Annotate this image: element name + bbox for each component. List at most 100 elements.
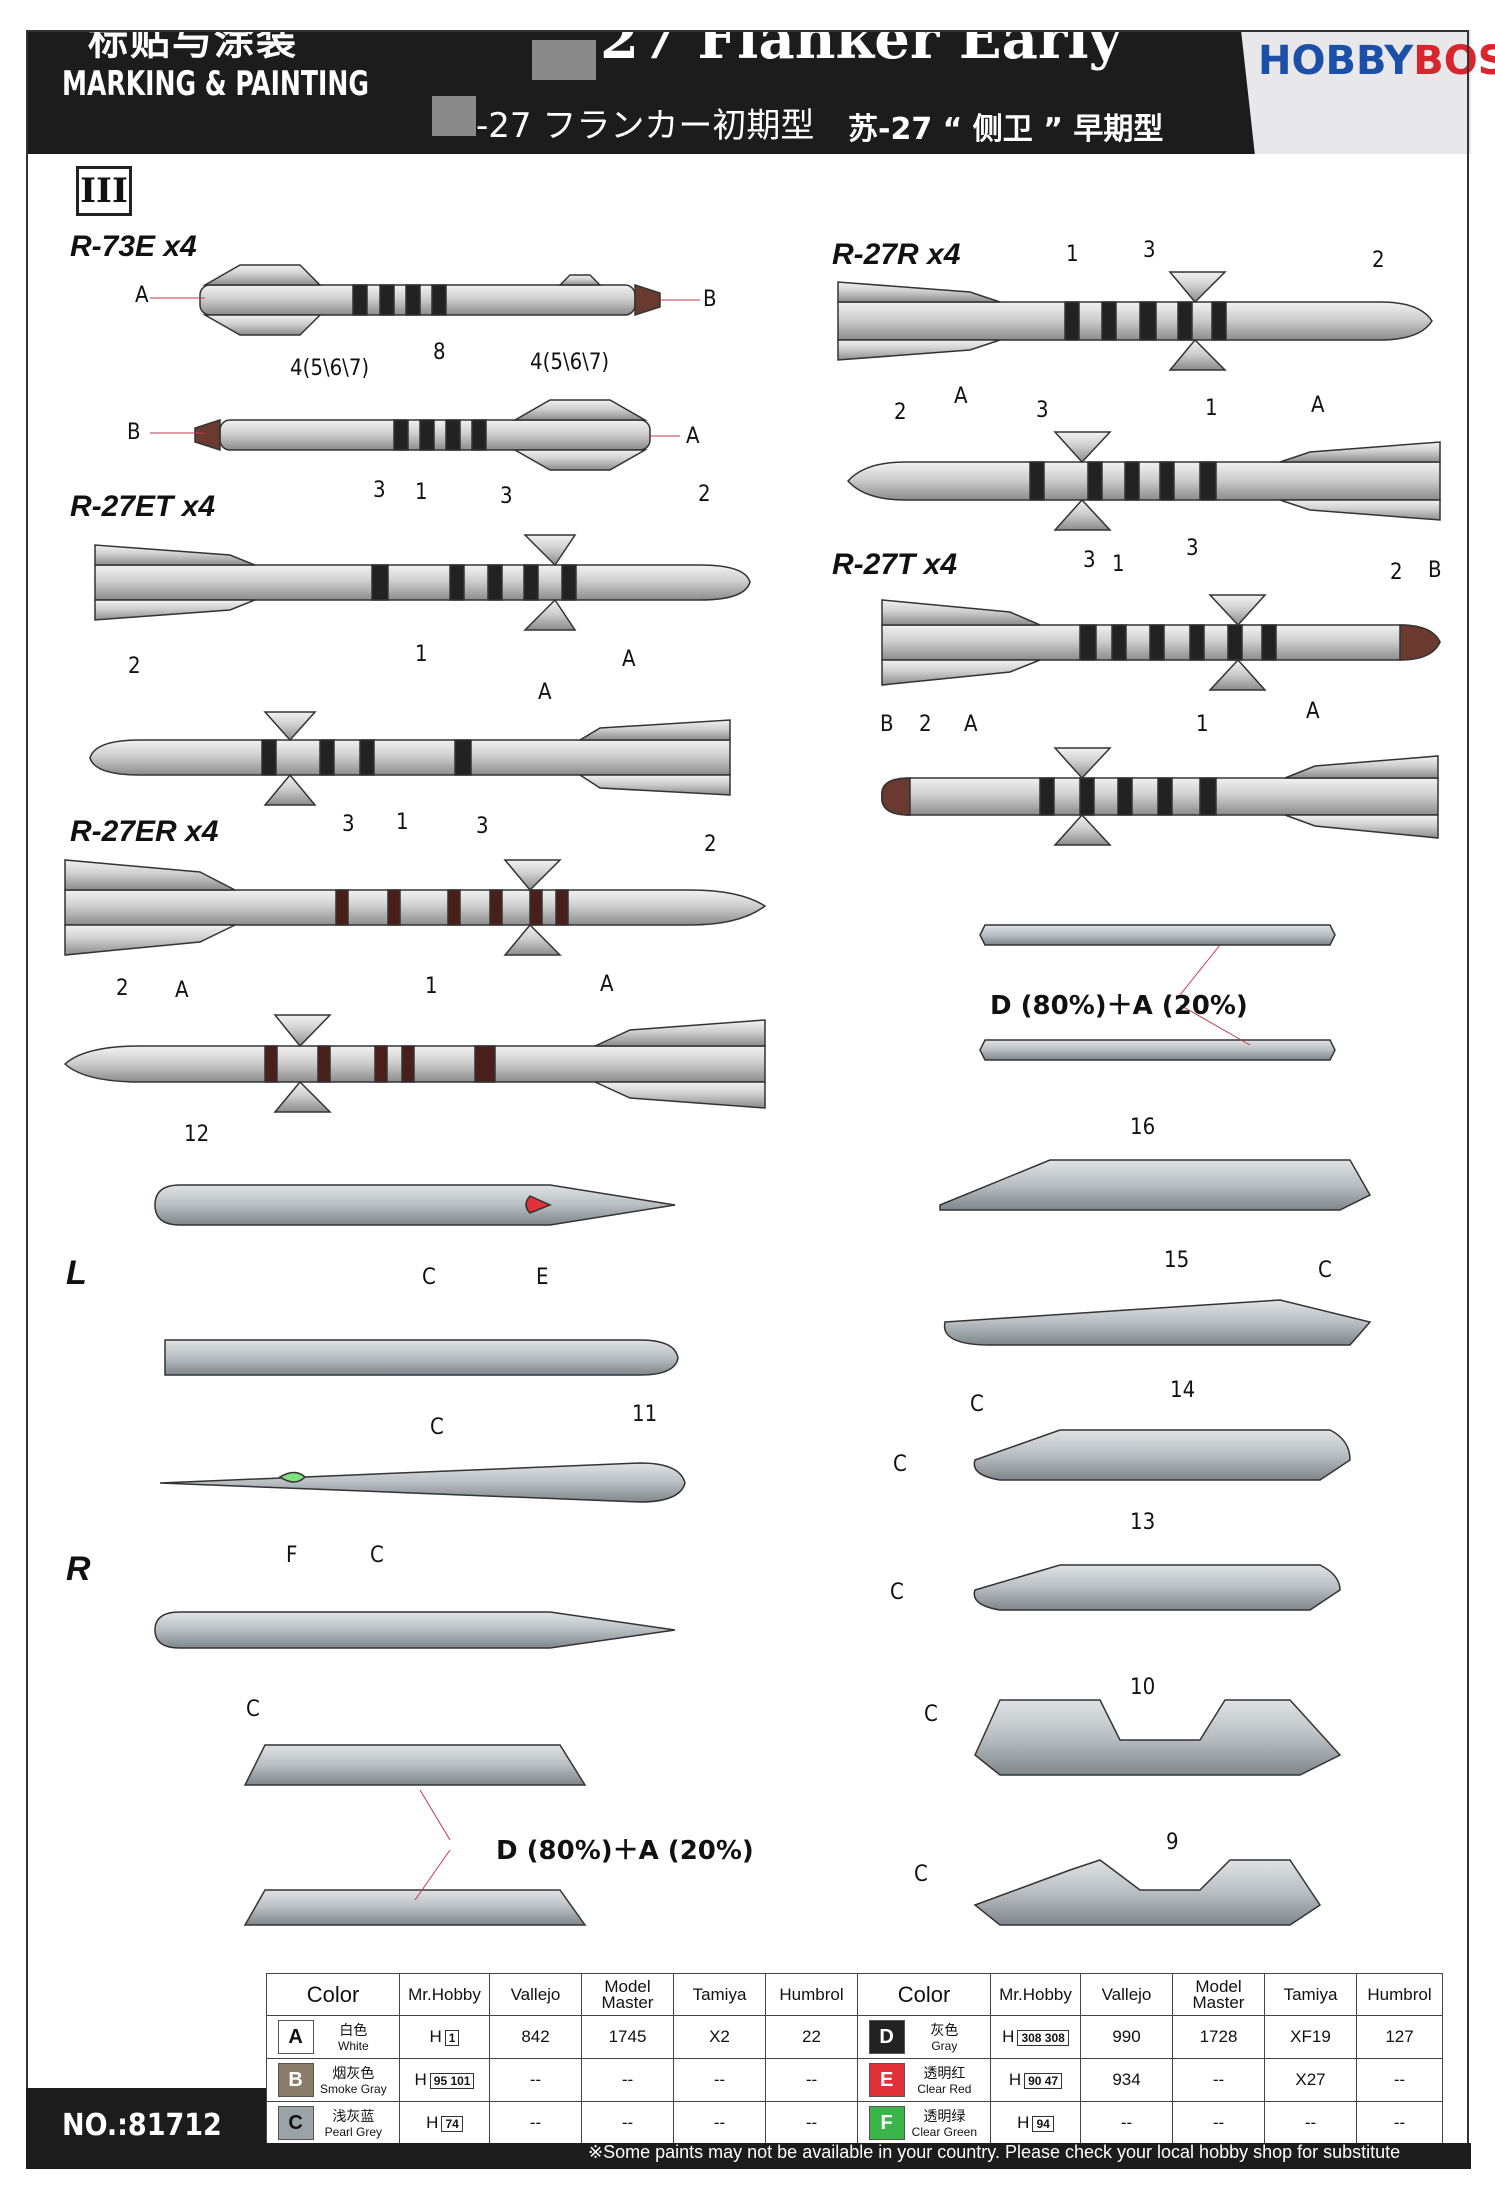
r27et-side-2 <box>89 711 731 806</box>
model-master-code: 1745 <box>581 2015 674 2059</box>
callout-a: A <box>622 647 636 672</box>
callout-3: 3 <box>1083 548 1096 573</box>
header-tamiya: Tamiya <box>1264 1973 1357 2016</box>
humbrol-code: 127 <box>1356 2015 1443 2059</box>
r27er-side-1 <box>64 859 767 956</box>
launcher-rail-2 <box>979 1039 1336 1061</box>
section-number: III <box>76 166 132 216</box>
pod-16 <box>939 1159 1372 1211</box>
callout-c: C <box>1318 1258 1332 1283</box>
r27t-side-1 <box>881 594 1441 691</box>
pylon-l <box>243 1744 587 1786</box>
paint-swatch: D <box>868 2019 905 2054</box>
tamiya-code: X2 <box>673 2015 766 2059</box>
vallejo-code: -- <box>489 2058 582 2102</box>
tamiya-code: -- <box>1264 2101 1357 2145</box>
pod-l2 <box>164 1339 679 1376</box>
callout-2: 2 <box>704 832 717 857</box>
product-number-box <box>26 2088 266 2168</box>
model-master-code: 1728 <box>1172 2015 1265 2059</box>
callout-15: 15 <box>1164 1248 1190 1273</box>
pylon-l2 <box>243 1889 587 1926</box>
pod-r2 <box>154 1611 676 1649</box>
product-number: NO.:81712 <box>62 2108 222 2143</box>
callout-c: C <box>370 1543 384 1568</box>
r73e-side-2 <box>194 399 651 471</box>
paint-swatch: E <box>868 2062 905 2097</box>
label-r27r: R-27R x4 <box>832 238 961 271</box>
callout-3: 3 <box>342 812 355 837</box>
mix-formula-right: D (80%)＋A (20%) <box>990 991 1248 1021</box>
vallejo-code: -- <box>1080 2101 1173 2145</box>
humbrol-code: -- <box>1356 2058 1443 2102</box>
pod-12 <box>154 1184 676 1226</box>
logo-plate <box>1241 30 1471 154</box>
callout-b: B <box>1428 558 1442 583</box>
callout-c: C <box>970 1392 984 1417</box>
header-vallejo: Vallejo <box>489 1973 582 2016</box>
paint-swatch: B <box>277 2062 314 2097</box>
header-color: Color <box>266 1973 400 2016</box>
callout-13: 13 <box>1130 1510 1156 1535</box>
pod-14 <box>973 1429 1351 1481</box>
callout-2: 2 <box>128 654 141 679</box>
label-r73e: R-73E x4 <box>70 230 197 263</box>
callout-12: 12 <box>184 1122 210 1147</box>
callout-a: A <box>1306 699 1320 724</box>
callout-a: A <box>964 712 978 737</box>
r27r-side-1 <box>837 271 1433 371</box>
mix-formula-left: D (80%)＋A (20%) <box>496 1836 754 1866</box>
header-en-title: MARKING & PAINTING <box>62 64 369 104</box>
callout-a: A <box>686 424 700 449</box>
callout-9: 9 <box>1166 1830 1179 1855</box>
callout-1: 1 <box>415 480 428 505</box>
callout-4567: 4(5\6\7) <box>530 350 610 375</box>
callout-a: A <box>135 283 149 308</box>
callout-1: 1 <box>415 642 428 667</box>
r27er-side-2 <box>63 1014 766 1113</box>
callout-8: 8 <box>433 340 446 365</box>
header-vallejo: Vallejo <box>1080 1973 1173 2016</box>
model-master-code: -- <box>581 2058 674 2102</box>
humbrol-code: -- <box>1356 2101 1443 2145</box>
callout-f: F <box>286 1543 298 1568</box>
callout-14: 14 <box>1170 1378 1196 1403</box>
callout-a: A <box>600 972 614 997</box>
callout-10: 10 <box>1130 1675 1156 1700</box>
humbrol-code: 22 <box>765 2015 858 2059</box>
vallejo-code: 934 <box>1080 2058 1173 2102</box>
callout-2: 2 <box>919 712 932 737</box>
callout-2: 2 <box>1372 248 1385 273</box>
r27t-side-2 <box>881 747 1439 846</box>
callout-b: B <box>703 287 717 312</box>
footer-bar <box>26 2143 1471 2169</box>
page-title: 27 Flanker Early <box>600 6 1122 72</box>
callout-e: E <box>536 1265 549 1290</box>
callout-1: 1 <box>396 810 409 835</box>
tamiya-code: X27 <box>1264 2058 1357 2102</box>
hobbyboss-logo: HOBBYBOSS <box>1258 38 1495 84</box>
callout-1: 1 <box>1196 712 1209 737</box>
label-r27er: R-27ER x4 <box>70 815 219 848</box>
r27et-side-1 <box>94 534 751 631</box>
callout-c: C <box>430 1415 444 1440</box>
callout-1: 1 <box>1205 396 1218 421</box>
callout-3: 3 <box>476 814 489 839</box>
paint-swatch: C <box>277 2105 314 2140</box>
side-right-label: R <box>66 1550 91 1588</box>
pod-10 <box>974 1699 1342 1776</box>
tamiya-code: -- <box>673 2058 766 2102</box>
callout-3: 3 <box>1186 536 1199 561</box>
